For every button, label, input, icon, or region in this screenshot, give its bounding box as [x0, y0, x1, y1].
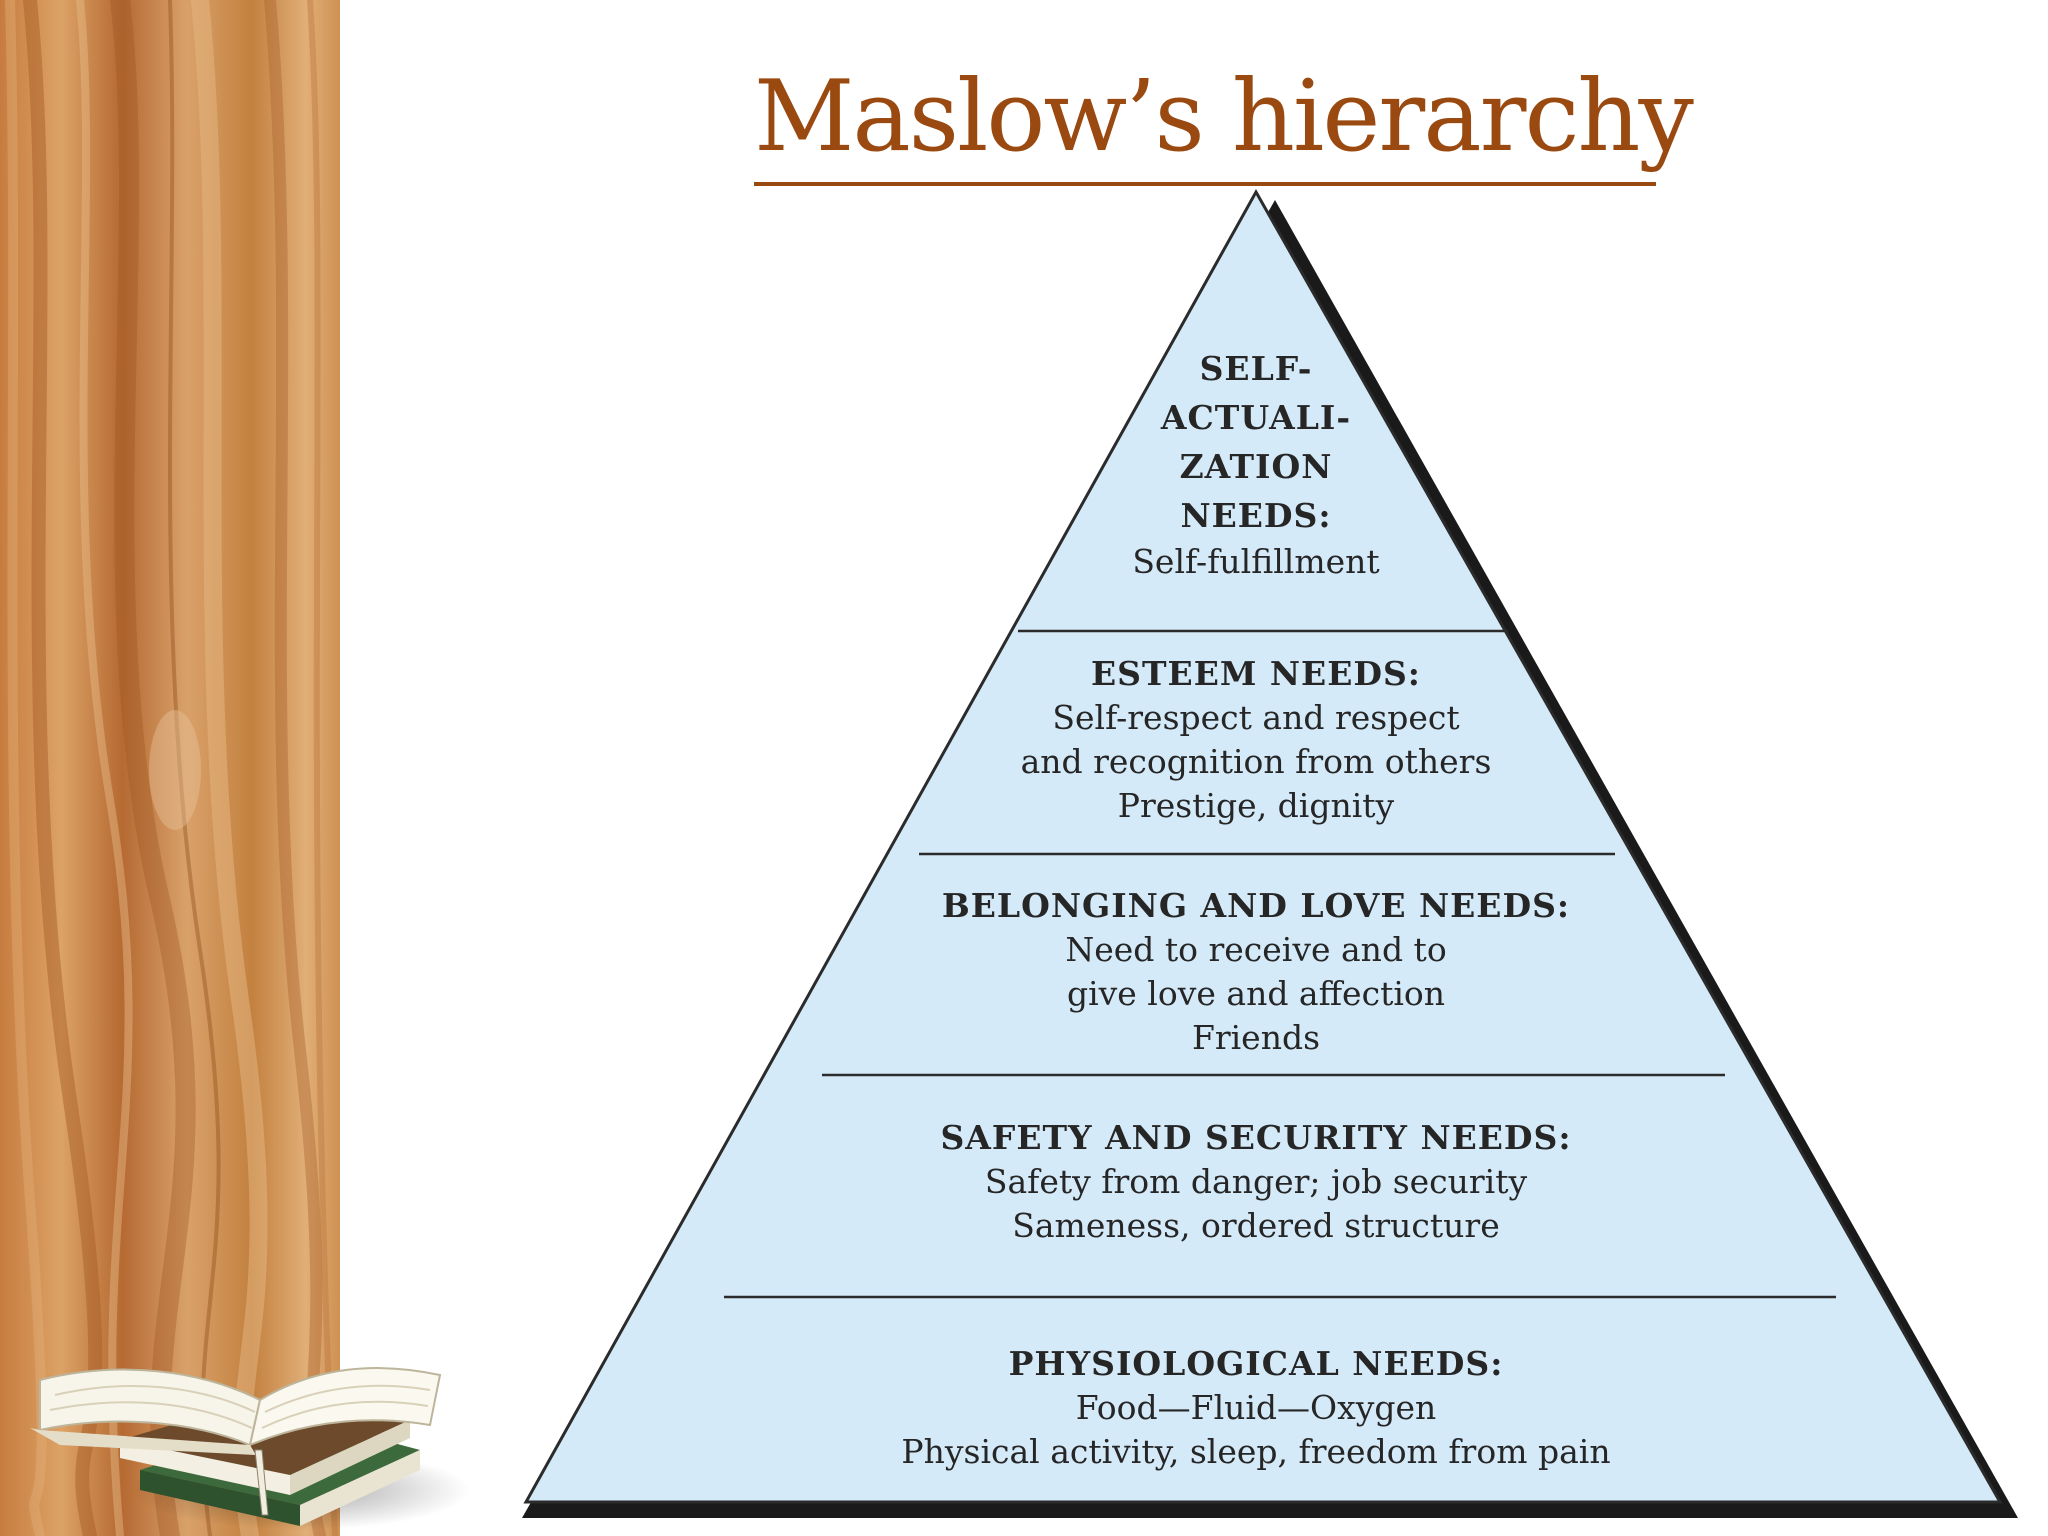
hierarchy-pyramid: [522, 188, 2018, 1518]
tier-detail: Food—Fluid—Oxygen: [1075, 1388, 1437, 1427]
tier-detail: Need to receive and to: [1065, 930, 1447, 969]
tier-self-actualization: SELF- ACTUALI- ZATION NEEDS: Self-fulfil…: [1056, 344, 1456, 584]
page-title: Maslow’s hierarchy: [754, 60, 1694, 174]
open-books-icon: [30, 1367, 470, 1530]
tier-heading: SELF- ACTUALI- ZATION NEEDS:: [1160, 349, 1352, 535]
wood-grain-panel: [0, 0, 340, 1536]
tier-detail: Prestige, dignity: [1117, 786, 1395, 825]
tier-detail: give love and affection: [1066, 974, 1446, 1013]
tier-detail: Physical activity, sleep, freedom from p…: [901, 1432, 1611, 1471]
tier-detail: Friends: [1191, 1018, 1321, 1057]
tier-safety-security: SAFETY AND SECURITY NEEDS: Safety from d…: [836, 1116, 1676, 1248]
tier-esteem: ESTEEM NEEDS: Self-respect and respect a…: [856, 652, 1656, 828]
tier-detail: Sameness, ordered structure: [1012, 1206, 1500, 1245]
tier-heading: ESTEEM NEEDS:: [1091, 654, 1421, 693]
tier-detail: and recognition from others: [1020, 742, 1492, 781]
tier-detail: Safety from danger; job security: [984, 1162, 1528, 1201]
tier-detail: Self-respect and respect: [1052, 698, 1460, 737]
tier-belonging-love: BELONGING AND LOVE NEEDS: Need to receiv…: [836, 884, 1676, 1060]
title-underline: [754, 182, 1656, 186]
tier-heading: BELONGING AND LOVE NEEDS:: [941, 886, 1571, 925]
pyramid-body: [523, 188, 2003, 1504]
tier-physiological: PHYSIOLOGICAL NEEDS: Food—Fluid—Oxygen P…: [756, 1342, 1756, 1474]
tier-heading: PHYSIOLOGICAL NEEDS:: [1008, 1344, 1504, 1383]
tier-heading: SAFETY AND SECURITY NEEDS:: [940, 1118, 1572, 1157]
tier-detail: Self-fulfillment: [1132, 542, 1380, 581]
